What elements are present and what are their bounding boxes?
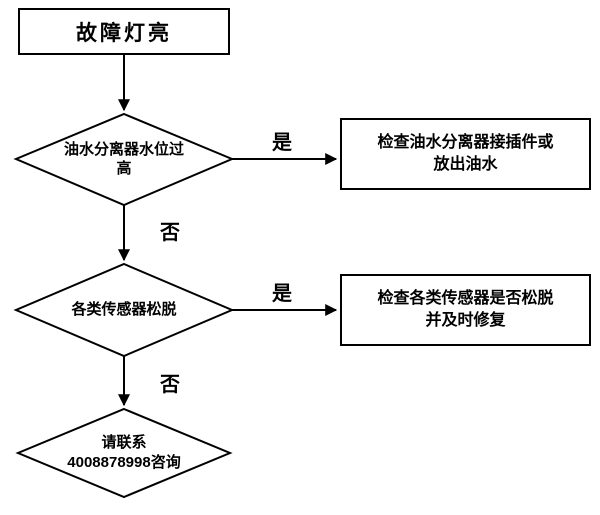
edge-label-decision1-yes: 是 [272,132,292,154]
decision1-label-line2: 高 [116,160,132,177]
end-label-line2: 4008878998咨询 [67,454,181,471]
end-label-line1: 请联系 [101,433,147,451]
decision2-node: 各类传感器松脱 [34,288,214,332]
action1-label-line2: 放出油水 [433,156,498,173]
edge-label-decision2-yes: 是 [272,283,292,305]
decision1-node: 油水分离器水位过 高 [34,129,214,189]
end-node: 请联系 4008878998咨询 [34,428,214,478]
action2-label-line2: 并及时修复 [425,312,506,329]
edge-label-decision2-no: 否 [160,374,180,396]
action1-label-line1: 检查油水分离器接插件或 [377,133,554,151]
edge-label-decision1-no: 否 [160,222,180,244]
action1-node: 检查油水分离器接插件或 放出油水 [340,118,591,190]
decision1-label-line1: 油水分离器水位过 [63,140,184,158]
decision2-label: 各类传感器松脱 [71,301,177,319]
end-diamond-shape [15,407,233,499]
action2-label-line1: 检查各类传感器是否松脱 [377,289,554,307]
start-node-label: 故障灯亮 [76,21,172,45]
start-node: 故障灯亮 [18,8,230,55]
action2-node: 检查各类传感器是否松脱 并及时修复 [340,274,591,346]
